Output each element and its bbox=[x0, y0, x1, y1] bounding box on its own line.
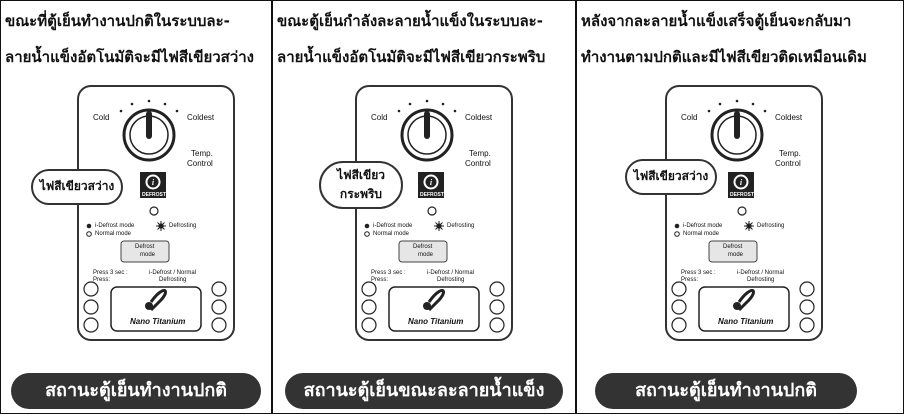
press-value: Defrosting bbox=[159, 277, 187, 283]
press-value: Defrosting bbox=[437, 277, 465, 283]
coldest-label: Coldest bbox=[775, 113, 803, 122]
indicator-light bbox=[427, 206, 437, 216]
cold-label: Cold bbox=[93, 113, 110, 122]
cold-label: Cold bbox=[681, 113, 698, 122]
panel-defrosting: ขณะตู้เย็นกำลังละลายน้ำแข็งในระบบละ- ลาย… bbox=[272, 0, 576, 414]
coldest-label: Coldest bbox=[465, 113, 493, 122]
status-footer: สถานะตู้เย็นทำงานปกติ bbox=[11, 373, 261, 409]
nano-titanium-label: Nano Titanium bbox=[408, 317, 464, 326]
defrost-mode-button bbox=[120, 240, 170, 263]
bubble-line2: กระพริบ bbox=[339, 187, 383, 201]
temp-label: Temp. bbox=[469, 149, 491, 158]
panel-caption-line1: ขณะตู้เย็นกำลังละลายน้ำแข็งในระบบละ- bbox=[277, 12, 543, 30]
idefrost-mode-label: i-Defrost mode bbox=[373, 223, 413, 229]
defrost-button-label1: Defrost bbox=[135, 244, 155, 250]
cold-label: Cold bbox=[371, 113, 388, 122]
indicator-light bbox=[737, 206, 747, 216]
panel-back-to-normal: หลังจากละลายน้ำแข็งเสร็จตู้เย็นจะกลับมา … bbox=[576, 0, 904, 414]
svg-text:i: i bbox=[430, 178, 433, 187]
temp-label: Temp. bbox=[779, 149, 801, 158]
press-value: Defrosting bbox=[747, 277, 775, 283]
indicator-bubble: ไฟสีเขียวสว่าง bbox=[31, 169, 123, 205]
press-3sec-value: i-Defrost / Normal bbox=[737, 270, 785, 276]
control-panel: i Cold Coldest Temp. Control DEFROST i-D… bbox=[355, 85, 513, 341]
defrost-mode-button bbox=[708, 240, 758, 263]
svg-text:i: i bbox=[152, 178, 155, 187]
idefrost-mode-label: i-Defrost mode bbox=[95, 223, 135, 229]
control-panel-drawing: i bbox=[361, 99, 505, 333]
defrost-button-label2: mode bbox=[140, 252, 156, 258]
control-panel: i Cold Coldest Temp. Control DEFROS bbox=[77, 85, 235, 341]
defrost-badge: DEFROST bbox=[142, 192, 166, 198]
defrosting-label: Defrosting bbox=[169, 223, 197, 229]
normal-mode-label: Normal mode bbox=[95, 231, 132, 237]
panel-caption-line1: ขณะที่ตู้เย็นทำงานปกติในระบบละ- bbox=[5, 12, 230, 30]
normal-mode-label: Normal mode bbox=[683, 231, 720, 237]
nano-titanium-panel bbox=[388, 286, 480, 332]
indicator-light bbox=[149, 206, 159, 216]
control-label: Control bbox=[465, 159, 491, 168]
indicator-bubble: ไฟสีเขียว กระพริบ bbox=[319, 161, 403, 209]
defrost-badge: DEFROST bbox=[730, 192, 754, 198]
defrost-mode-button bbox=[398, 240, 448, 263]
nano-titanium-label: Nano Titanium bbox=[718, 317, 774, 326]
svg-text:i: i bbox=[740, 178, 743, 187]
press-3sec-value: i-Defrost / Normal bbox=[427, 270, 475, 276]
nano-titanium-panel bbox=[698, 286, 790, 332]
bubble-line1: ไฟสีเขียว bbox=[337, 168, 385, 182]
press-3sec-label: Press 3 sec : bbox=[93, 270, 128, 276]
press-3sec-value: i-Defrost / Normal bbox=[149, 270, 197, 276]
press-label: Press: bbox=[681, 277, 699, 283]
defrost-button-label1: Defrost bbox=[723, 244, 743, 250]
press-3sec-label: Press 3 sec : bbox=[681, 270, 716, 276]
indicator-bubble: ไฟสีเขียวสว่าง bbox=[625, 159, 717, 195]
control-label: Control bbox=[775, 159, 801, 168]
coldest-label: Coldest bbox=[187, 113, 215, 122]
defrost-button-label2: mode bbox=[418, 252, 434, 258]
defrost-badge: DEFROST bbox=[420, 192, 444, 198]
defrost-button-label2: mode bbox=[728, 252, 744, 258]
panel-caption-line2: ลายน้ำแข็งอัตโนมัติจะมีไฟสีเขียวกระพริบ bbox=[277, 48, 546, 66]
status-footer: สถานะตู้เย็นทำงานปกติ bbox=[595, 373, 857, 409]
control-panel: i Cold Coldest Temp. Control DEFROST i-D… bbox=[665, 85, 823, 341]
nano-titanium-panel bbox=[110, 286, 202, 332]
status-footer: สถานะตู้เย็นขณะละลายน้ำแข็ง bbox=[285, 373, 563, 409]
control-panel-drawing: i bbox=[671, 99, 815, 333]
press-3sec-label: Press 3 sec : bbox=[371, 270, 406, 276]
idefrost-mode-label: i-Defrost mode bbox=[683, 223, 723, 229]
nano-titanium-label: Nano Titanium bbox=[130, 317, 186, 326]
control-panel-drawing: i bbox=[83, 99, 227, 333]
panel-caption-line2: ทำงานตามปกติและมีไฟสีเขียวติดเหมือนเดิม bbox=[581, 48, 867, 66]
panel-normal: ขณะที่ตู้เย็นทำงานปกติในระบบละ- ลายน้ำแข… bbox=[0, 0, 272, 414]
panel-caption-line2: ลายน้ำแข็งอัตโนมัติจะมีไฟสีเขียวสว่าง bbox=[5, 48, 254, 66]
press-label: Press: bbox=[93, 277, 111, 283]
defrost-button-label1: Defrost bbox=[413, 244, 433, 250]
panel-caption-line1: หลังจากละลายน้ำแข็งเสร็จตู้เย็นจะกลับมา bbox=[581, 12, 852, 30]
control-label: Control bbox=[187, 159, 213, 168]
defrosting-label: Defrosting bbox=[447, 223, 475, 229]
press-label: Press: bbox=[371, 277, 389, 283]
defrosting-label: Defrosting bbox=[757, 223, 785, 229]
temp-label: Temp. bbox=[191, 149, 213, 158]
normal-mode-label: Normal mode bbox=[373, 231, 410, 237]
